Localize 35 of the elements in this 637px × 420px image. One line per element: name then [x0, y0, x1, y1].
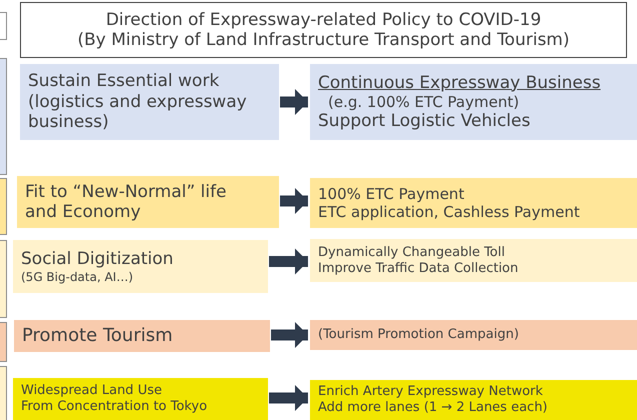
- policy-box: [14, 320, 270, 352]
- policy-box: [17, 176, 279, 228]
- policy-text: Promote Tourism: [22, 325, 173, 347]
- block-arrow: [280, 188, 308, 214]
- policy-box: [310, 178, 637, 228]
- policy-text: Widespread Land Use: [21, 383, 162, 399]
- measure-example: (e.g. 100% ETC Payment): [327, 93, 520, 111]
- panel-heading: Direction of Expressway-related Policy to COVID-19: [106, 10, 542, 30]
- policy-box: [13, 240, 268, 293]
- policy-note: (5G Big-data, AI…): [21, 270, 134, 284]
- measure-text: (Tourism Promotion Campaign): [318, 327, 519, 343]
- measure-text: Add more lanes (1 → 2 Lanes each): [318, 400, 548, 416]
- panel-subheading: (By Ministry of Land Infrastructure Transport and Tourism): [78, 30, 570, 50]
- policy-box: [310, 64, 637, 140]
- policy-text: Sustain Essential work (logistics and expressway business): [28, 71, 248, 133]
- measure-text: 100% ETC Payment: [318, 185, 464, 203]
- measure-text: Dynamically Changeable Toll: [318, 244, 505, 260]
- measure-text: ETC application, Cashless Payment: [318, 203, 580, 221]
- measure-text: Enrich Artery Expressway Network: [318, 384, 543, 400]
- policy-box: [310, 239, 637, 282]
- block-arrow: [269, 248, 308, 274]
- policy-box: [20, 64, 279, 140]
- block-arrow: [280, 89, 308, 115]
- block-arrow: [271, 322, 308, 348]
- policy-text: Fit to “New-Normal” life and Economy: [25, 182, 228, 222]
- policy-box: [310, 380, 637, 420]
- heading-box: [20, 2, 627, 58]
- policy-text: Social Digitization: [21, 249, 174, 270]
- measure-text: Improve Traffic Data Collection: [318, 260, 518, 276]
- policy-box: [13, 378, 268, 420]
- policy-text: From Concentration to Tokyo: [21, 399, 208, 415]
- block-arrow: [269, 385, 308, 411]
- measure-text: Support Logistic Vehicles: [318, 111, 530, 132]
- measure-heading: Continuous Expressway Business: [318, 72, 601, 93]
- policy-box: [310, 320, 637, 350]
